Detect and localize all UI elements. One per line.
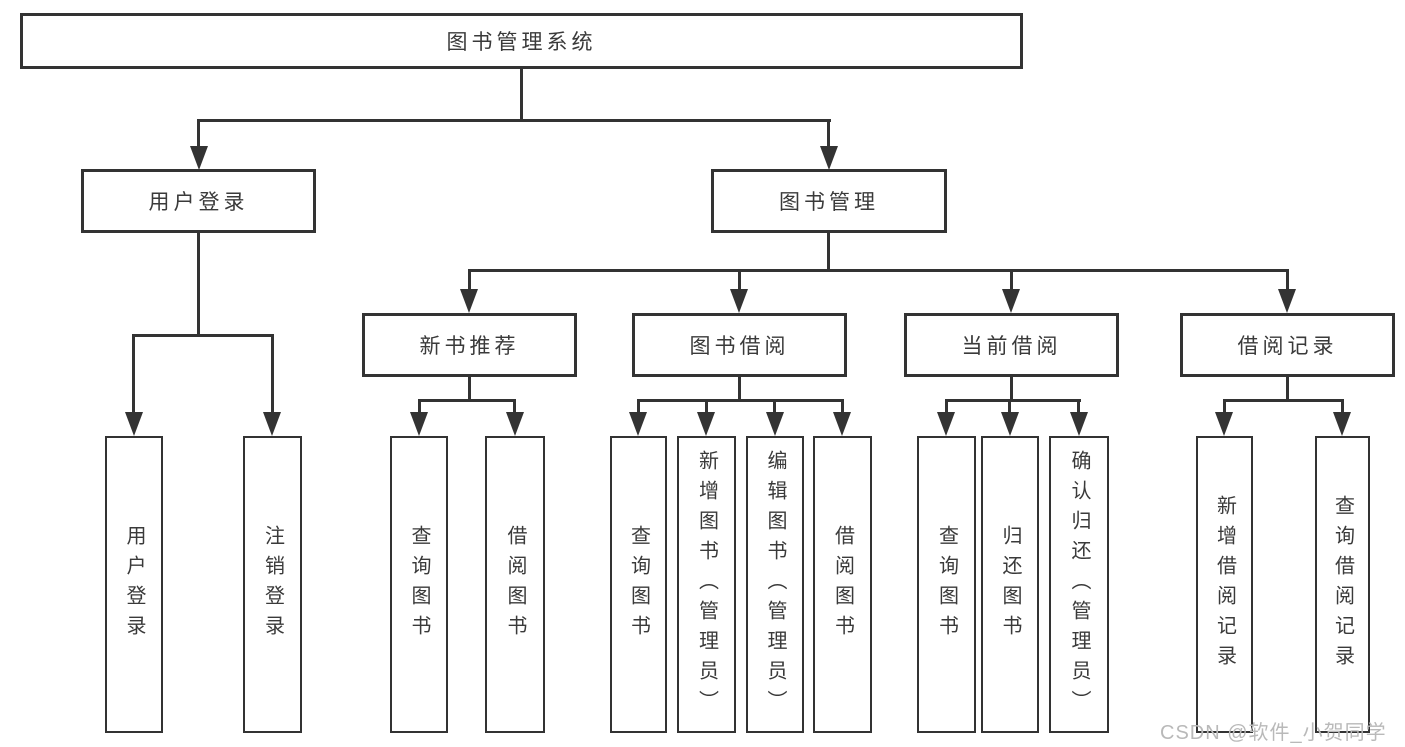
connector-borrowing-records-drop <box>1286 377 1289 402</box>
leaf-borrow-books: 借阅图书 <box>813 436 872 733</box>
arrow-down-icon <box>1215 412 1233 436</box>
connector-stub <box>1223 399 1226 416</box>
leaf-edit-books-admin: 编辑图书（管理员） <box>746 436 804 733</box>
leaf-confirm-return-admin: 确认归还（管理员） <box>1049 436 1109 733</box>
leaf-user-login: 用户登录 <box>105 436 163 733</box>
leaf-query-books: 查询图书 <box>917 436 976 733</box>
leaf-logout: 注销登录 <box>243 436 302 733</box>
connector-borrowing-records-hbar <box>1223 399 1344 402</box>
arrow-down-icon <box>263 412 281 436</box>
connector-stub <box>773 399 776 416</box>
arrow-down-icon <box>766 412 784 436</box>
connector-stub-book-management <box>827 119 830 149</box>
connector-root-hbar <box>197 119 831 122</box>
arrow-down-icon <box>820 146 838 170</box>
node-borrowing-records: 借阅记录 <box>1180 313 1395 377</box>
connector-user-login-drop <box>197 233 200 337</box>
csdn-watermark: CSDN @软件_小贺同学 <box>1160 722 1387 744</box>
connector-book-management-drop <box>827 233 830 272</box>
arrow-down-icon <box>730 289 748 313</box>
arrow-down-icon <box>1002 289 1020 313</box>
arrow-down-icon <box>125 412 143 436</box>
node-user-login: 用户登录 <box>81 169 316 233</box>
node-new-book-recommendation: 新书推荐 <box>362 313 577 377</box>
arrow-down-icon <box>410 412 428 436</box>
connector-stub <box>1341 399 1344 416</box>
connector-current-borrowing-hbar <box>945 399 1081 402</box>
connector-book-borrowing-drop <box>738 377 741 402</box>
leaf-query-books: 查询图书 <box>610 436 667 733</box>
arrow-down-icon <box>1001 412 1019 436</box>
arrow-down-icon <box>190 146 208 170</box>
node-book-management: 图书管理 <box>711 169 947 233</box>
leaf-borrow-books: 借阅图书 <box>485 436 545 733</box>
connector-stub-user-login <box>197 119 200 149</box>
node-current-borrowing: 当前借阅 <box>904 313 1119 377</box>
leaf-query-books: 查询图书 <box>390 436 448 733</box>
connector-new-book-drop <box>468 377 471 402</box>
arrow-down-icon <box>1333 412 1351 436</box>
connector-stub-current-borrowing <box>1010 269 1013 293</box>
connector-book-borrowing-hbar <box>637 399 844 402</box>
connector-stub <box>513 399 516 416</box>
arrow-down-icon <box>629 412 647 436</box>
arrow-down-icon <box>460 289 478 313</box>
leaf-query-borrow-record: 查询借阅记录 <box>1315 436 1370 733</box>
connector-stub-leaf-logout <box>271 334 274 414</box>
leaf-add-books-admin: 新增图书（管理员） <box>677 436 736 733</box>
connector-book-management-hbar <box>468 269 1289 272</box>
connector-stub <box>637 399 640 416</box>
leaf-return-books: 归还图书 <box>981 436 1039 733</box>
node-library-management-system: 图书管理系统 <box>20 13 1023 69</box>
arrow-down-icon <box>1278 289 1296 313</box>
connector-stub <box>945 399 948 416</box>
arrow-down-icon <box>833 412 851 436</box>
connector-stub-book-borrowing <box>738 269 741 293</box>
connector-stub <box>705 399 708 416</box>
connector-stub-leaf-user-login <box>132 334 135 414</box>
connector-stub <box>1008 399 1011 416</box>
connector-current-borrowing-drop <box>1010 377 1013 402</box>
arrow-down-icon <box>1070 412 1088 436</box>
connector-stub <box>841 399 844 416</box>
connector-stub <box>1077 399 1080 416</box>
connector-stub-borrowing-records <box>1286 269 1289 293</box>
arrow-down-icon <box>937 412 955 436</box>
leaf-add-borrow-record: 新增借阅记录 <box>1196 436 1253 733</box>
node-book-borrowing: 图书借阅 <box>632 313 847 377</box>
connector-root-drop <box>520 69 523 121</box>
connector-stub <box>418 399 421 416</box>
arrow-down-icon <box>506 412 524 436</box>
arrow-down-icon <box>697 412 715 436</box>
connector-user-login-hbar <box>132 334 274 337</box>
connector-stub-new-book <box>468 269 471 293</box>
connector-new-book-hbar <box>418 399 516 402</box>
